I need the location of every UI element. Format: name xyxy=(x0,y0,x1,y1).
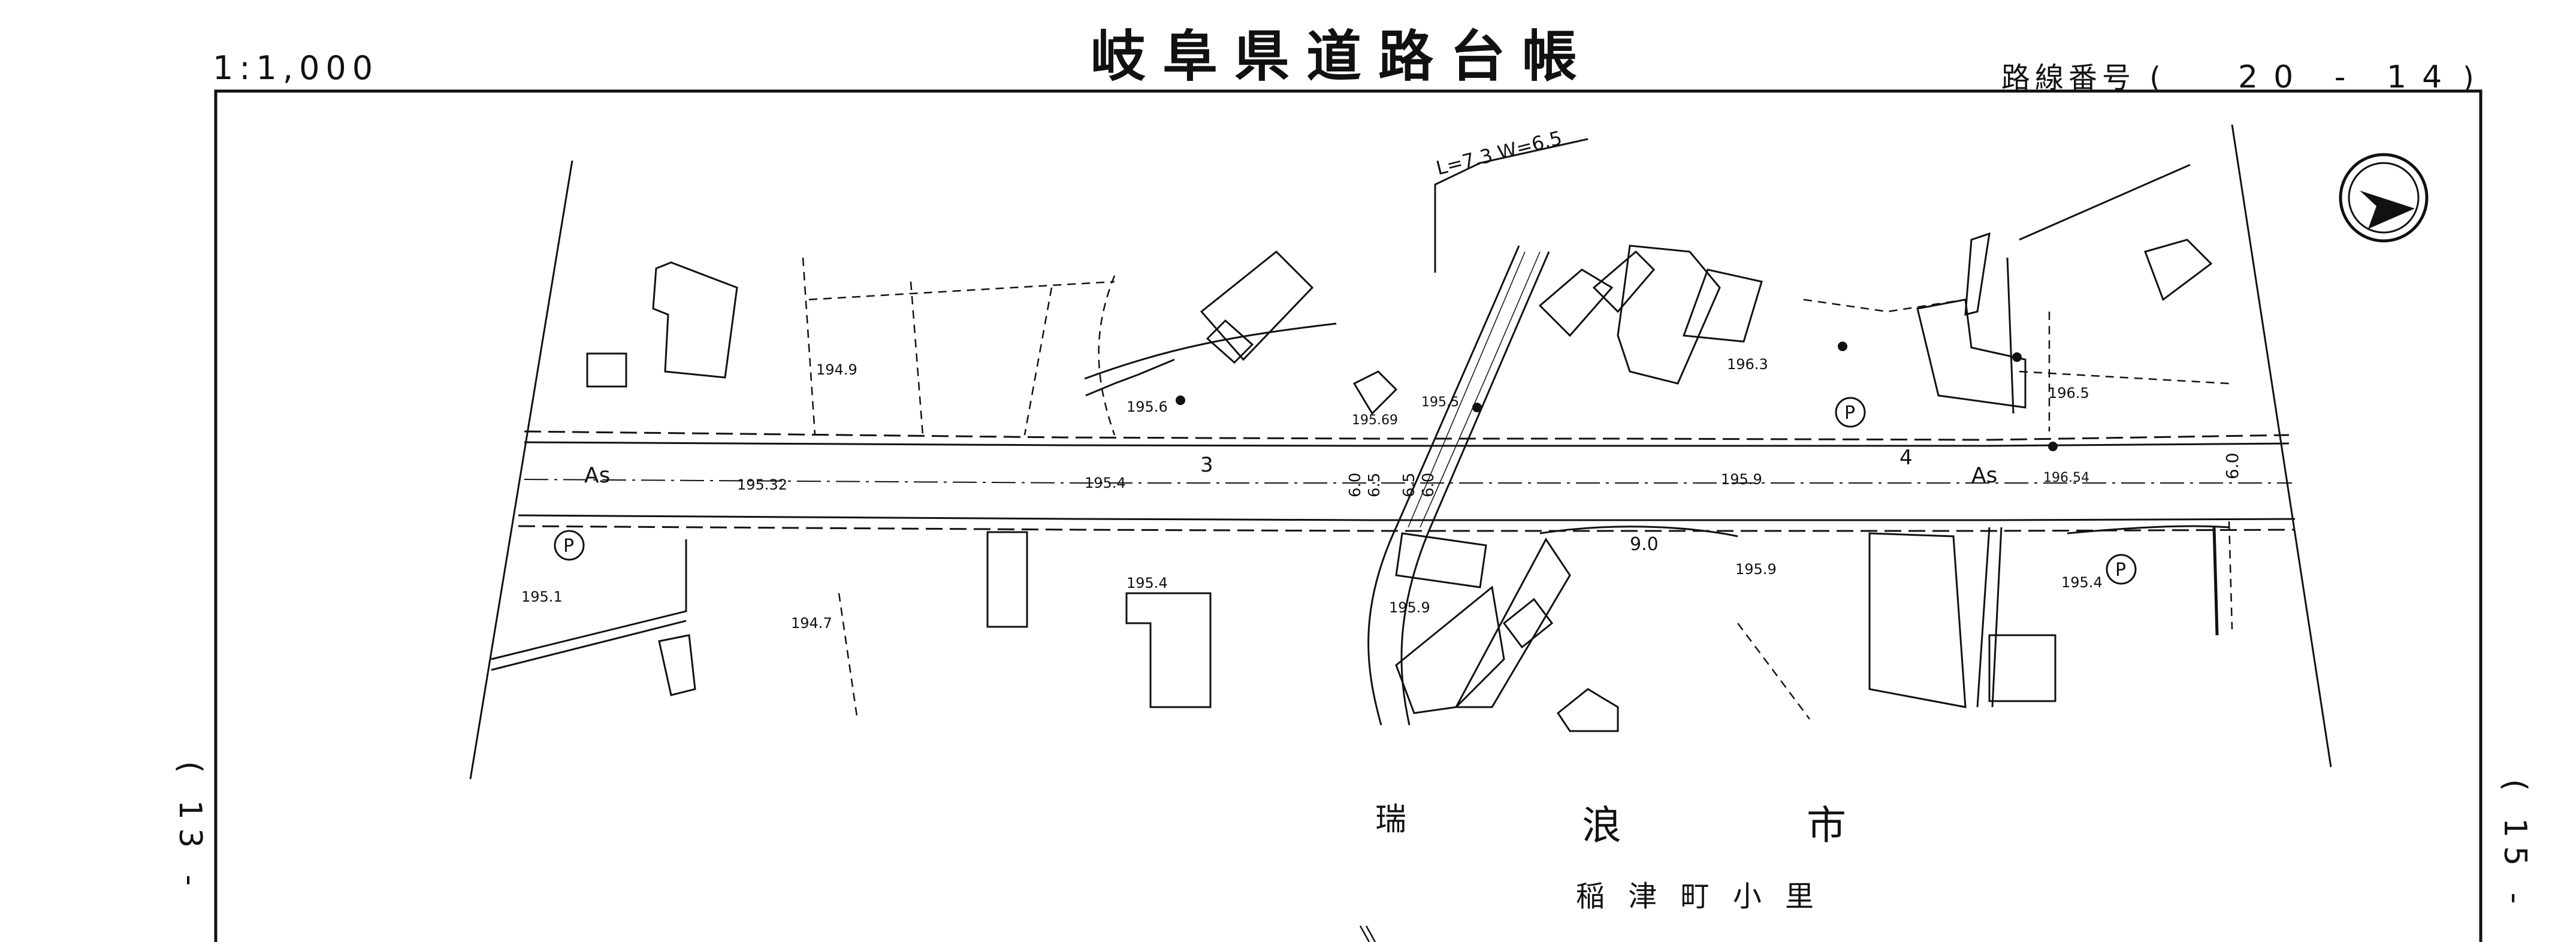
elevation-label: 195.4 xyxy=(2061,574,2103,591)
route-label: 路線番号 ( xyxy=(2001,61,2166,95)
left-sheet-label: ( 13 - xyxy=(172,761,208,894)
right-sheet-label: ( 15 - xyxy=(2497,779,2533,912)
surface-label: As xyxy=(584,463,610,488)
utility-points xyxy=(1176,342,2058,451)
width-label: 6.5 xyxy=(1366,473,1384,497)
city-name-char: 瑞 xyxy=(1375,802,1406,838)
road-width-label: 6.0 xyxy=(2222,452,2242,479)
elevation-label: 195.5 xyxy=(1421,395,1459,410)
elevation-label: 195.9 xyxy=(1735,561,1777,578)
elevation-label: 195.32 xyxy=(737,476,787,493)
section-number: 4 xyxy=(1899,446,1913,470)
city-name-char: 浪 xyxy=(1582,802,1621,849)
elevation-label: 195.9 xyxy=(1721,471,1762,488)
parking-label: P xyxy=(2115,560,2126,581)
page-title: 岐阜県道路台帳 xyxy=(1091,25,1594,89)
bridge-callout: L=7.3 W=6.5 xyxy=(1434,126,1589,273)
parcel-boundaries xyxy=(802,257,2233,720)
width-label: 6.5 xyxy=(1400,473,1418,497)
river xyxy=(1367,245,1550,726)
route-close: ) xyxy=(2463,61,2474,95)
elevation-label: 194.7 xyxy=(791,615,832,632)
walls xyxy=(491,164,2230,708)
north-buildings xyxy=(586,232,2213,415)
elevation-label: 196.54 xyxy=(2043,470,2089,485)
elevation-label: 195.9 xyxy=(1389,599,1430,616)
road-width-label: 9.0 xyxy=(1630,534,1659,555)
district-name: 稲 津 町 小 里 xyxy=(1576,880,1821,913)
south-buildings xyxy=(658,531,2056,732)
elevation-label: 195.4 xyxy=(1127,575,1168,591)
boundary-mark xyxy=(1359,925,1376,942)
route-number: 20 - 14 xyxy=(2238,59,2457,95)
scale-label: 1:1,000 xyxy=(213,49,379,87)
bridge-label: L=7.3 W=6.5 xyxy=(1434,126,1565,180)
elevation-label: 196.3 xyxy=(1727,356,1768,373)
width-label: 6.0 xyxy=(1420,473,1438,497)
elevation-label: 195.6 xyxy=(1127,398,1168,415)
elevation-label: 195.1 xyxy=(521,588,563,605)
north-arrow-icon xyxy=(2339,153,2429,243)
city-name-char: 市 xyxy=(1807,802,1846,849)
width-label: 6.0 xyxy=(1346,473,1364,497)
elevation-labels: 194.9 195.6 195.69 195.5 196.3 196.5 195… xyxy=(521,356,2103,632)
parking-icon xyxy=(554,397,2137,585)
parking-label: P xyxy=(563,536,574,557)
map-frame xyxy=(214,89,2483,942)
elevation-label: 194.9 xyxy=(816,361,857,378)
elevation-label: 195.4 xyxy=(1085,475,1126,491)
elevation-label: 196.5 xyxy=(2048,385,2089,401)
parking-label: P xyxy=(1844,403,1855,424)
section-number: 3 xyxy=(1200,453,1213,477)
surface-label: As xyxy=(1971,463,1997,488)
survey-boundary xyxy=(469,124,2332,780)
elevation-label: 195.69 xyxy=(1352,413,1398,428)
